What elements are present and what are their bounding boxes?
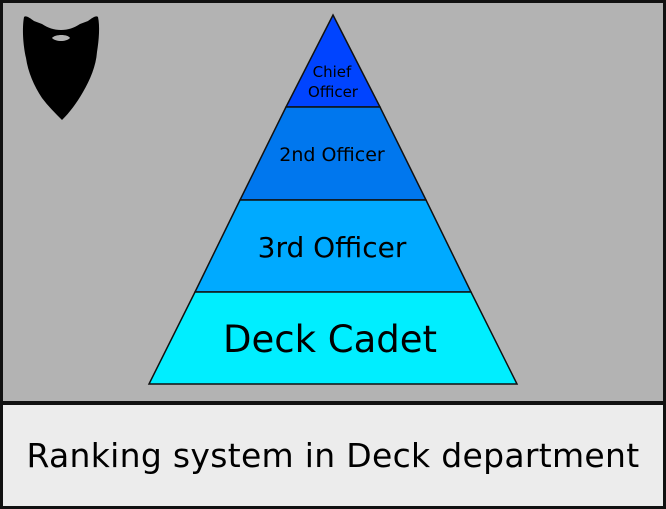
chief-officer-label-line2: Officer bbox=[308, 83, 359, 101]
pyramid-level-deck-cadet bbox=[147, 291, 519, 385]
deck-cadet-label: Deck Cadet bbox=[223, 318, 437, 361]
chief-officer-label-line1: Chief bbox=[313, 63, 352, 81]
beard-icon bbox=[22, 16, 100, 121]
diagram-caption: Ranking system in Deck department bbox=[26, 436, 640, 475]
second-officer-label: 2nd Officer bbox=[279, 144, 385, 166]
third-officer-label: 3rd Officer bbox=[258, 231, 407, 264]
pyramid-diagram: Chief Officer 2nd Officer 3rd Officer De… bbox=[22, 13, 519, 385]
caption-box: Ranking system in Deck department bbox=[0, 401, 666, 509]
